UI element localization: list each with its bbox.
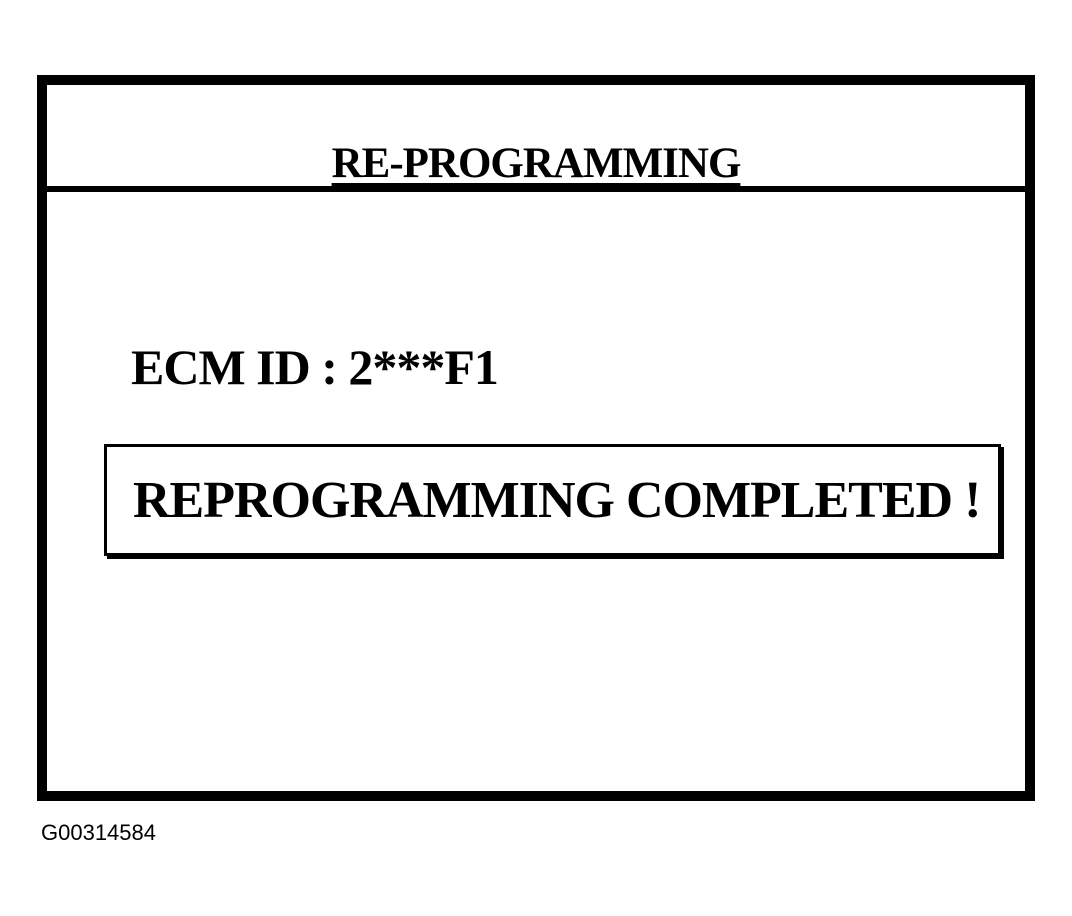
screen-header: RE-PROGRAMMING: [47, 85, 1025, 192]
ecm-id-label: ECM ID : 2***F1: [131, 339, 499, 395]
scan-tool-screen: RE-PROGRAMMING ECM ID : 2***F1 REPROGRAM…: [37, 75, 1035, 801]
status-message: REPROGRAMMING COMPLETED !: [133, 472, 981, 529]
screen-title: RE-PROGRAMMING: [331, 140, 742, 187]
status-message-box: REPROGRAMMING COMPLETED !: [104, 444, 1001, 556]
figure-id: G00314584: [41, 820, 156, 845]
